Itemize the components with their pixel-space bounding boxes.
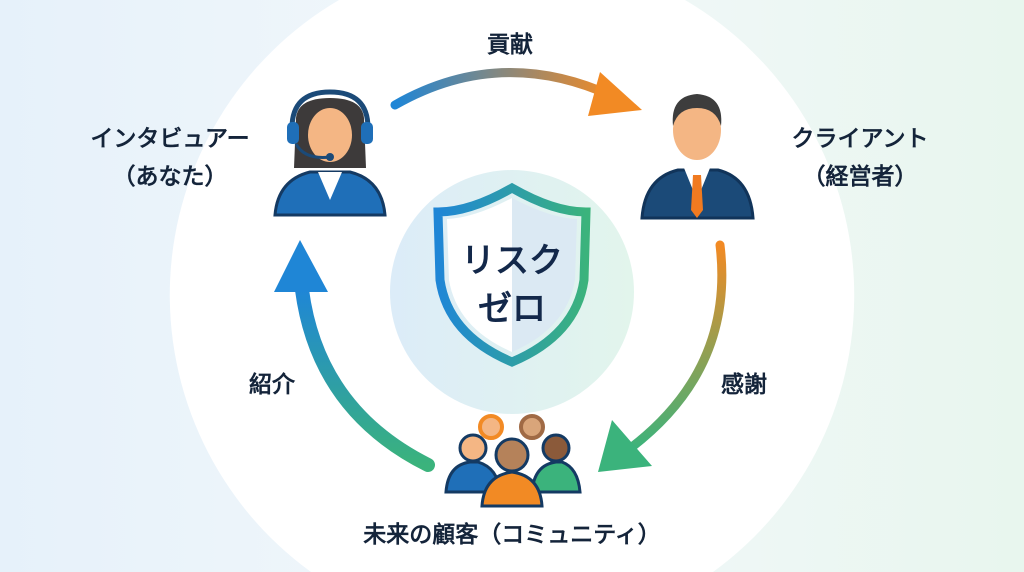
interviewer-role: （あなた） <box>112 164 228 190</box>
arrow-gratitude <box>598 240 727 472</box>
client-label: クライアント （経営者） <box>760 120 960 196</box>
shield-icon <box>433 182 591 367</box>
interviewer-avatar-icon <box>273 89 387 217</box>
center-line-1: リスク <box>461 241 563 281</box>
arrow-referral <box>274 240 435 472</box>
client-name: クライアント <box>791 126 929 152</box>
gratitude-label: 感謝 <box>721 372 767 398</box>
client-avatar-icon <box>640 94 755 220</box>
contribution-label: 貢献 <box>487 32 533 58</box>
arrow-contribution <box>390 68 642 116</box>
community-avatar-icon <box>444 414 582 508</box>
referral-label: 紹介 <box>249 372 295 398</box>
community-label: 未来の顧客（コミュニティ） <box>363 522 661 548</box>
risk-zero-label: リスク ゼロ <box>437 237 587 333</box>
interviewer-label: インタビュアー （あなた） <box>60 120 280 196</box>
interviewer-name: インタビュアー <box>90 126 250 152</box>
client-role: （経営者） <box>802 164 918 190</box>
center-line-2: ゼロ <box>478 289 546 329</box>
